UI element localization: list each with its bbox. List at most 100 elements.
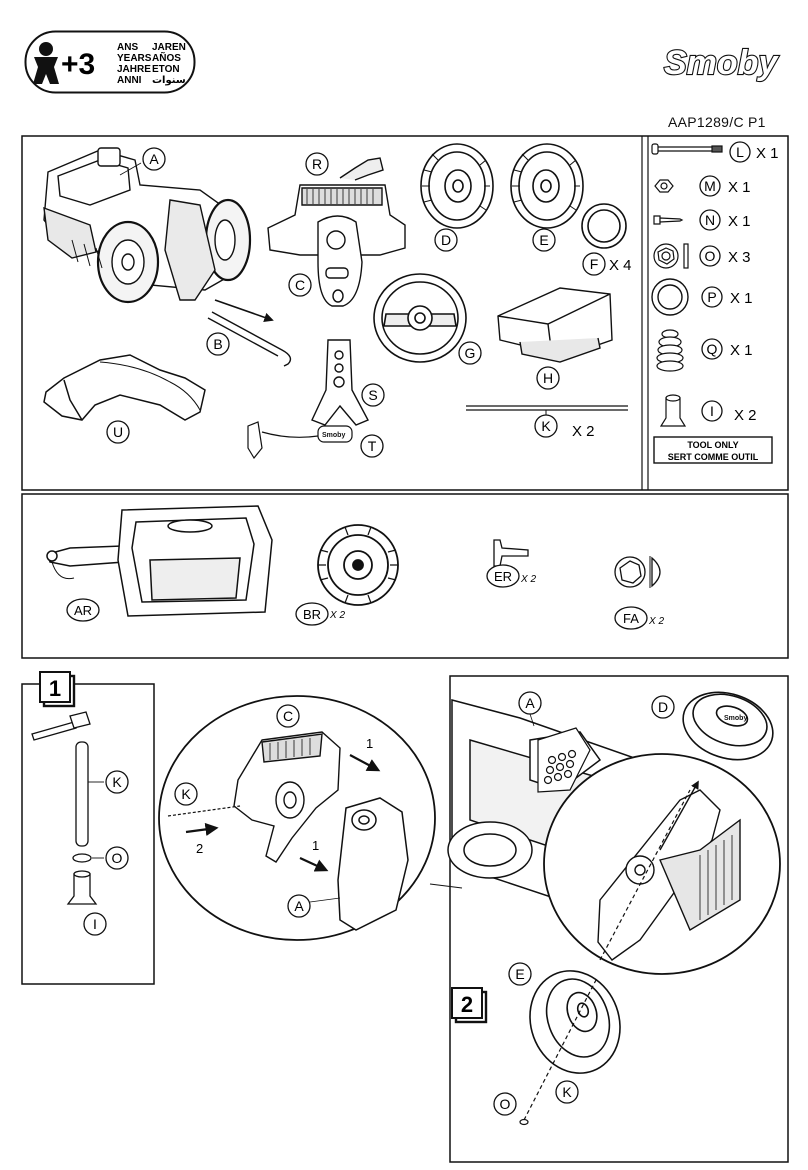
label-k: K	[534, 414, 558, 438]
label-er: ER	[486, 564, 520, 588]
svg-text:A: A	[525, 695, 535, 711]
label-s: S	[361, 383, 385, 407]
age-symbol: +3	[61, 48, 95, 81]
step-1-panel: 1 K O I	[21, 671, 155, 985]
label-t: T	[360, 434, 384, 458]
hardware-qty-l: X 1	[756, 145, 779, 162]
svg-text:I: I	[710, 403, 714, 419]
age-badge: +3 ANS YEARS JAHRE ANNI JAREN AÑOS ETON …	[24, 30, 196, 94]
detail-engine-c	[233, 731, 341, 863]
detail-label-a: A	[287, 894, 311, 918]
hardware-qty-q: X 1	[730, 342, 753, 359]
svg-text:U: U	[113, 424, 123, 440]
age-word-3: JAHRE	[117, 64, 151, 75]
detail-body-a	[337, 797, 409, 931]
hardware-qty-i: X 2	[734, 407, 757, 424]
svg-text:D: D	[441, 232, 451, 248]
hardware-label-q: Q	[701, 338, 723, 360]
qty-er: X 2	[520, 574, 536, 585]
svg-text:FA: FA	[623, 611, 639, 626]
label-b: B	[206, 332, 230, 356]
trailer-panel	[21, 493, 789, 659]
step1-rod-k-icon	[75, 741, 104, 847]
tractor-body-illustration	[43, 147, 252, 304]
svg-text:G: G	[465, 345, 476, 361]
trailer-ar-illustration	[46, 505, 273, 617]
brand-name: Smoby	[664, 44, 779, 82]
svg-text:TOOL ONLY: TOOL ONLY	[687, 440, 738, 450]
clip-fa-illustration	[614, 556, 661, 588]
label-ar: AR	[66, 598, 100, 622]
step2-wheel-d: Smoby	[682, 691, 774, 761]
hardware-column: L X 1 M X 1 N X 1 O X 3 P X 1	[651, 141, 779, 464]
svg-text:F: F	[590, 256, 599, 272]
svg-text:E: E	[515, 966, 524, 982]
age-word-6: AÑOS	[152, 51, 181, 64]
detail-label-k: K	[174, 782, 198, 806]
svg-text:A: A	[149, 151, 159, 167]
hardware-label-m: M	[699, 175, 721, 197]
step1-label-k: K	[105, 770, 129, 794]
steering-wheel-g-illustration	[373, 273, 467, 363]
nut-m-icon	[654, 179, 674, 193]
step-1-number: 1	[49, 676, 61, 701]
label-f: F	[582, 252, 606, 276]
age-word-2: YEARS	[117, 53, 152, 64]
label-d: D	[434, 228, 458, 252]
detail-arrow-1a-label: 1	[366, 736, 373, 751]
svg-text:O: O	[112, 850, 123, 866]
svg-text:C: C	[283, 708, 293, 724]
detail-arrow-2-label: 2	[196, 841, 203, 856]
qty-k: X 2	[572, 423, 595, 440]
svg-text:BR: BR	[303, 607, 321, 622]
step1-label-i: I	[83, 912, 107, 936]
wheel-e-illustration	[510, 143, 584, 229]
svg-text:T: T	[368, 438, 377, 454]
hardware-label-n: N	[699, 209, 721, 231]
seat-h-illustration	[497, 287, 613, 363]
svg-text:S: S	[368, 387, 377, 403]
svg-text:A: A	[294, 898, 304, 914]
hardware-qty-n: X 1	[728, 213, 751, 230]
step2-label-d: D	[651, 695, 675, 719]
svg-text:O: O	[500, 1096, 511, 1112]
hardware-label-p: P	[701, 286, 723, 308]
hardware-qty-m: X 1	[728, 179, 751, 196]
step2-label-o: O	[493, 1092, 517, 1116]
screw-n-icon	[653, 215, 684, 225]
label-c: C	[288, 273, 312, 297]
step-1-detail-bubble: C K A 1 2 1	[158, 695, 436, 941]
step1-hammer-icon	[31, 711, 91, 741]
bar-b-illustration	[207, 299, 292, 367]
key-sticker-t-illustration: Smoby	[247, 421, 353, 460]
svg-text:H: H	[543, 370, 553, 386]
age-word-1: ANS	[117, 42, 138, 53]
label-br: BR	[295, 602, 329, 626]
svg-text:O: O	[705, 248, 716, 264]
svg-text:E: E	[539, 232, 548, 248]
hardware-qty-p: X 1	[730, 290, 753, 307]
svg-text:SERT COMME OUTIL: SERT COMME OUTIL	[668, 452, 759, 462]
label-g: G	[458, 341, 482, 365]
qty-f: X 4	[609, 257, 632, 274]
hardware-label-o: O	[699, 245, 721, 267]
trailer-wheel-br-illustration	[317, 524, 399, 606]
hardware-label-i: I	[701, 400, 723, 422]
svg-text:K: K	[181, 786, 191, 802]
parts-panel	[21, 135, 789, 491]
svg-text:Q: Q	[707, 341, 718, 357]
hardware-qty-o: X 3	[728, 249, 751, 266]
label-a: A	[142, 147, 166, 171]
detail-arrow-1b-label: 1	[312, 838, 319, 853]
svg-text:L: L	[736, 144, 744, 160]
step2-label-a: A	[518, 691, 542, 715]
tool-only-note: TOOL ONLY SERT COMME OUTIL	[653, 436, 773, 464]
qty-br: X 2	[329, 610, 345, 621]
step2-label-k: K	[555, 1080, 579, 1104]
step-2-number: 2	[461, 992, 473, 1017]
label-fa: FA	[614, 606, 648, 630]
hubcap-f-illustration	[581, 203, 627, 249]
svg-text:Smoby: Smoby	[322, 432, 345, 439]
keypad-icon	[537, 727, 591, 793]
svg-text:B: B	[213, 336, 222, 352]
